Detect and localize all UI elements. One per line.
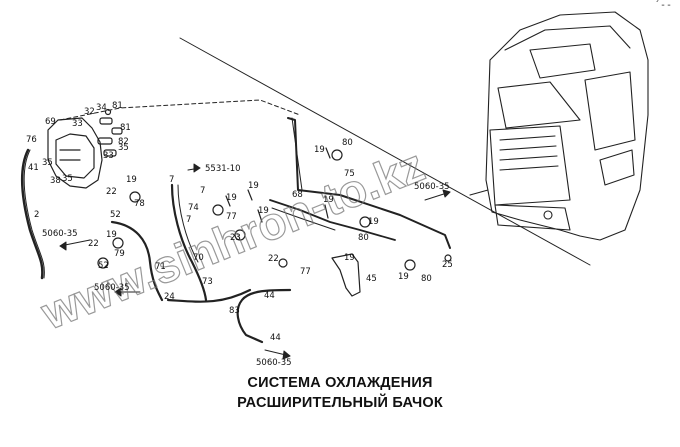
callout-label: 82 <box>118 137 129 147</box>
callout-label: 77 <box>226 212 237 222</box>
callout-label: 22 <box>106 187 117 197</box>
callout-label: 19 <box>126 175 137 185</box>
callout-label: 81 <box>112 101 123 111</box>
truck-cab <box>469 11 649 241</box>
callout-label: 22 <box>88 239 99 249</box>
callout-label: 41 <box>28 163 39 173</box>
callout-label: 19 <box>323 195 334 205</box>
callout-label: 79 <box>114 249 125 259</box>
callout-label: 44 <box>264 291 275 301</box>
callout-label: 78 <box>134 199 145 209</box>
callout-label: 76 <box>26 135 37 145</box>
callout-label: 32 <box>84 107 95 117</box>
hose-68 <box>269 199 396 241</box>
callout-label: 22 <box>268 254 279 264</box>
callout-label: 75 <box>344 169 355 179</box>
callout-label: 80 <box>421 274 432 284</box>
callout-label: 45 <box>366 274 377 284</box>
corner-mark: ´-- <box>653 0 672 11</box>
callout-label: 68 <box>292 190 303 200</box>
callout-label: 81 <box>120 123 131 133</box>
callout-label: 19 <box>368 217 379 227</box>
callout-label: 52 <box>110 210 121 220</box>
callout-label: 35 <box>118 143 129 153</box>
callout-label: 19 <box>344 253 355 263</box>
diagram-title: СИСТЕМА ОХЛАЖДЕНИЯ <box>247 375 433 391</box>
clamps <box>97 149 452 271</box>
callout-label: 44 <box>270 333 281 343</box>
callout-label: 73 <box>202 277 213 287</box>
hose-52 <box>110 220 164 302</box>
callout-label: 7 <box>186 215 191 225</box>
callout-label: 38 <box>50 176 61 186</box>
callout-label: 5060-35 <box>94 283 130 293</box>
hose-2 <box>20 148 44 280</box>
bracket-45 <box>331 253 361 297</box>
callout-label: 77 <box>300 267 311 277</box>
callout-label: 80 <box>342 138 353 148</box>
callout-label: 33 <box>103 151 114 161</box>
callout-label: 83 <box>229 306 240 316</box>
dashed-outline <box>59 99 301 121</box>
callout-label: 5060-35 <box>256 358 292 368</box>
callout-label: 5060-35 <box>414 182 450 192</box>
callout-label: 70 <box>193 253 204 263</box>
callout-label: 25 <box>442 260 453 270</box>
callout-label: 19 <box>106 230 117 240</box>
callout-label: 33 <box>72 119 83 129</box>
callout-label: 5531-10 <box>205 164 241 174</box>
expansion-tank <box>47 117 103 189</box>
callout-label: 74 <box>188 203 199 213</box>
callout-label: 7 <box>200 186 205 196</box>
bolts <box>225 147 331 223</box>
callout-label: 19 <box>398 272 409 282</box>
arrows <box>59 163 451 360</box>
hose-71 <box>166 288 252 303</box>
callout-label: 7 <box>169 175 174 185</box>
callout-label: 19 <box>226 193 237 203</box>
callout-label: 5060-35 <box>42 229 78 239</box>
hose-83 <box>236 288 292 344</box>
diagram-subtitle: РАСШИРИТЕЛЬНЫЙ БАЧОК <box>237 395 443 411</box>
callout-label: 35 <box>62 174 73 184</box>
pipe-75 <box>287 117 451 249</box>
callout-label: 34 <box>96 103 107 113</box>
callout-label: 69 <box>45 117 56 127</box>
callout-label: 2 <box>34 210 39 220</box>
callout-label: 23 <box>230 233 241 243</box>
callout-label: 71 <box>155 262 166 272</box>
callout-label: 80 <box>358 233 369 243</box>
hose-74 <box>170 183 208 302</box>
callout-label: 19 <box>248 181 259 191</box>
callout-label: 52 <box>98 261 109 271</box>
callout-label: 19 <box>258 206 269 216</box>
callout-label: 24 <box>164 292 175 302</box>
callout-label: 19 <box>314 145 325 155</box>
tank-fittings <box>97 108 123 157</box>
callout-label: 35 <box>42 158 53 168</box>
